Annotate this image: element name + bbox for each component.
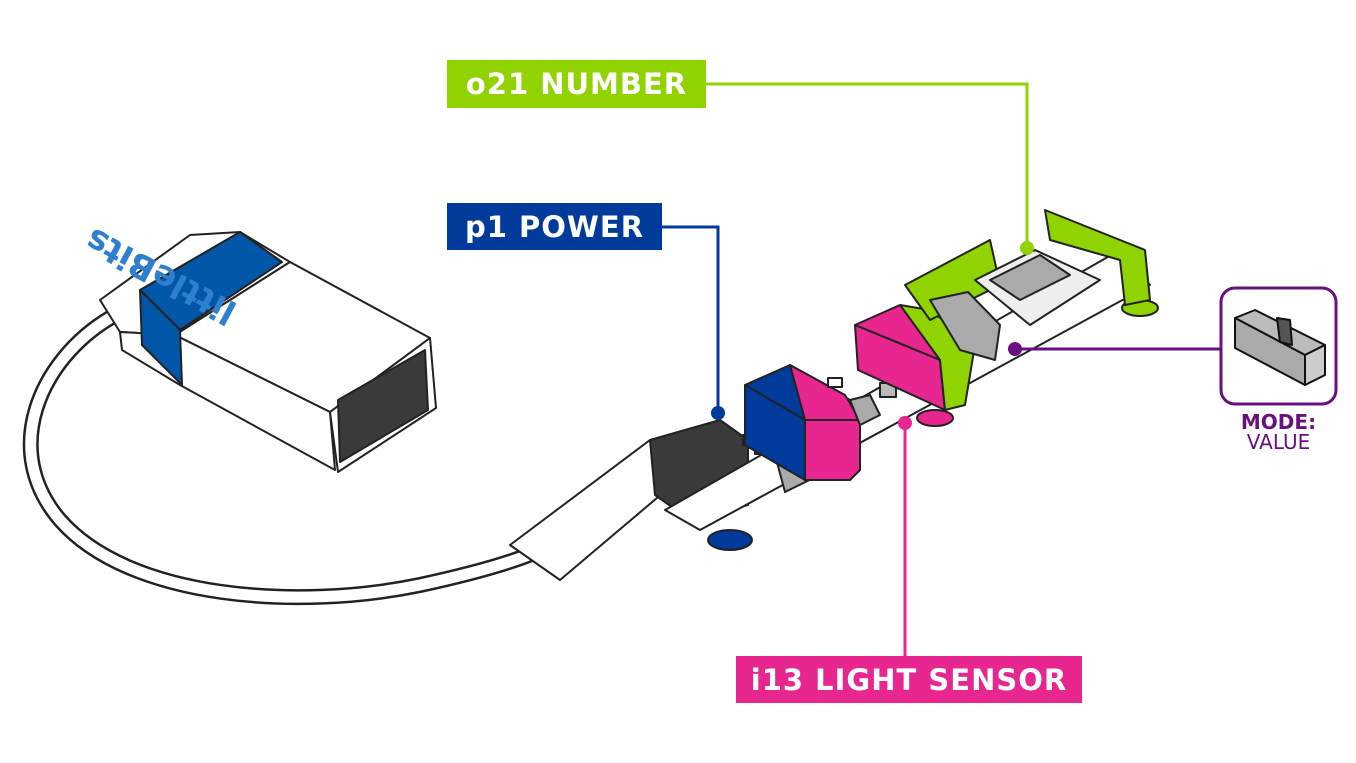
- number-label: o21 NUMBER: [447, 60, 706, 108]
- battery-terminal: [337, 349, 429, 463]
- number-callout-dot: [1020, 241, 1034, 255]
- power-callout-line: [662, 225, 720, 413]
- slide-switch-icon: [1234, 309, 1326, 386]
- battery-9v: littleBits: [79, 219, 437, 473]
- power-label: p1 POWER: [447, 203, 662, 250]
- light-sensor-label: i13 LIGHT SENSOR: [736, 656, 1082, 703]
- mode-value: VALUE: [1246, 430, 1311, 454]
- power-callout-dot: [711, 406, 725, 420]
- number-callout-line: [706, 82, 1029, 248]
- mode-callout-dot: [1008, 342, 1022, 356]
- light-sensor-callout-dot: [898, 416, 912, 430]
- mode-title: MODE:: [1240, 410, 1317, 434]
